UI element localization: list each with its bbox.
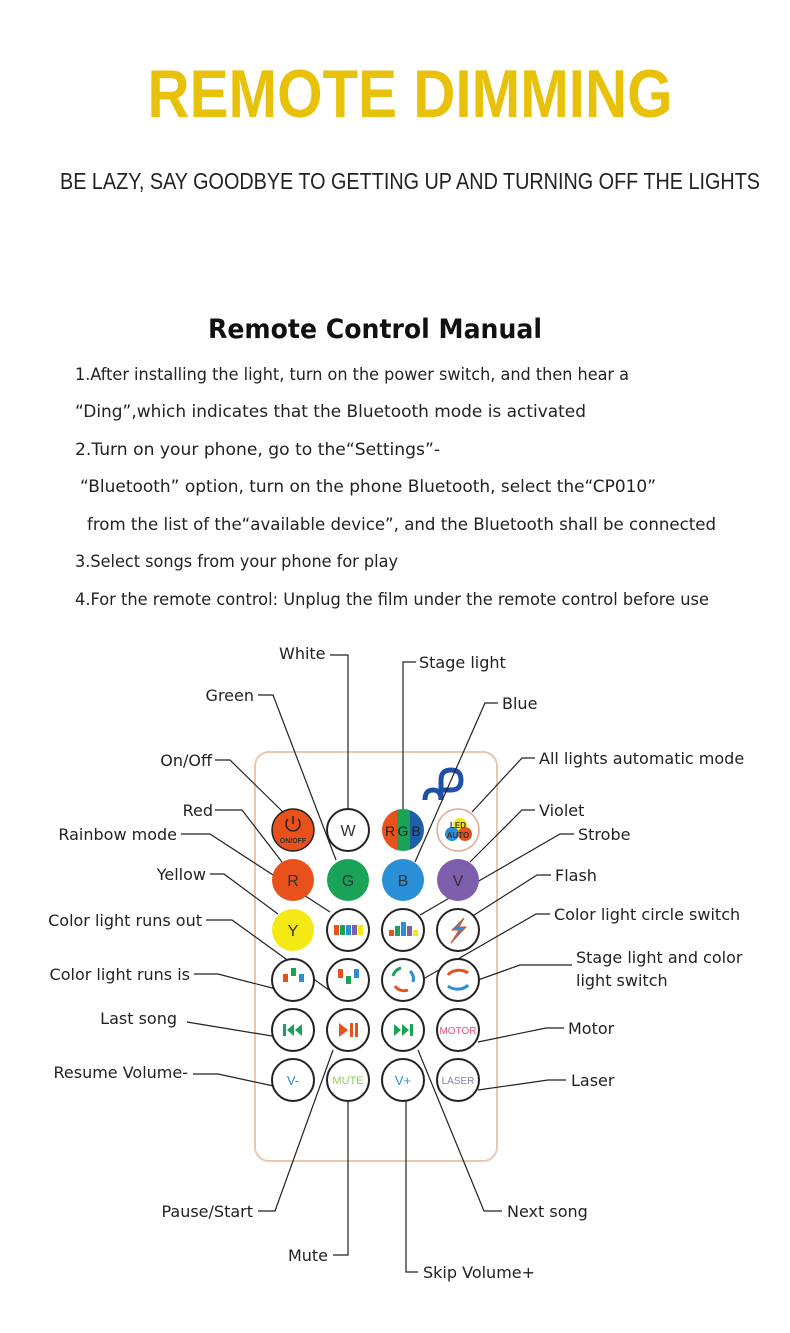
rainbow-mode-button[interactable]: [326, 908, 370, 952]
rainbow-bars-icon: [334, 925, 363, 935]
label-green: Green: [206, 686, 254, 705]
label-stage-switch: Stage light and color: [576, 948, 743, 967]
brand-logo: [422, 767, 464, 801]
runs-is-button[interactable]: [271, 958, 315, 1002]
label-stage-light: Stage light: [419, 653, 506, 672]
laser-label: LASER: [442, 1076, 475, 1087]
last-song-button[interactable]: [271, 1008, 315, 1052]
v-plus-label: V+: [395, 1073, 411, 1088]
y-label: Y: [288, 923, 299, 940]
label-stage-switch-2: light switch: [576, 971, 668, 990]
label-mute: Mute: [288, 1246, 328, 1265]
laser-button[interactable]: LASER: [436, 1058, 480, 1102]
manual-line: “Bluetooth” option, turn on the phone Bl…: [80, 477, 656, 496]
rgb-b: B: [411, 823, 420, 839]
w-label: W: [340, 823, 356, 840]
manual-line: 2.Turn on your phone, go to the“Settings…: [75, 440, 440, 459]
label-last-song: Last song: [100, 1009, 177, 1028]
mute-button[interactable]: MUTE: [326, 1058, 370, 1102]
label-circle-switch: Color light circle switch: [554, 905, 740, 924]
volume-up-button[interactable]: V+: [381, 1058, 425, 1102]
label-rainbow: Rainbow mode: [58, 825, 177, 844]
b-label: B: [398, 873, 409, 890]
label-next-song: Next song: [507, 1202, 588, 1221]
label-pause-start: Pause/Start: [161, 1202, 253, 1221]
manual-heading: Remote Control Manual: [208, 314, 542, 345]
rgb-bars-icon: [283, 968, 304, 982]
label-runs-is: Color light runs is: [50, 965, 190, 984]
v-label: V: [453, 873, 464, 890]
remote-buttons: ON/OFF W R G B LED AUTO R G B V: [271, 808, 480, 1102]
previous-icon: [283, 1024, 302, 1036]
manual-line: “Ding”,which indicates that the Bluetoot…: [75, 402, 586, 421]
label-on-off: On/Off: [160, 751, 213, 770]
rgb-bars-icon: [338, 969, 359, 984]
label-motor: Motor: [568, 1019, 615, 1038]
label-runs-out: Color light runs out: [48, 911, 202, 930]
label-resume-volume: Resume Volume-: [53, 1063, 188, 1082]
label-auto-mode: All lights automatic mode: [539, 749, 744, 768]
bar-chart-icon: [389, 922, 418, 936]
next-song-button[interactable]: [381, 1008, 425, 1052]
pause-start-button[interactable]: [326, 1008, 370, 1052]
red-button[interactable]: R: [272, 859, 314, 901]
on-off-label: ON/OFF: [280, 838, 307, 845]
page-subtitle: BE LAZY, SAY GOODBYE TO GETTING UP AND T…: [60, 168, 760, 194]
auto-label: AUTO: [447, 831, 470, 840]
g-label: G: [342, 873, 354, 890]
rgb-r: R: [385, 823, 395, 839]
switch-arrows-icon: [446, 968, 470, 991]
label-red: Red: [183, 801, 213, 820]
white-button[interactable]: W: [326, 808, 370, 852]
manual-line: from the list of the“available device”, …: [87, 515, 716, 534]
manual-steps: 1.After installing the light, turn on th…: [75, 365, 716, 609]
label-violet: Violet: [539, 801, 584, 820]
r-label: R: [287, 873, 299, 890]
mute-label: MUTE: [332, 1075, 363, 1087]
auto-mode-button[interactable]: LED AUTO: [436, 808, 480, 852]
remote-body: [254, 751, 498, 1162]
lightning-icon: [450, 917, 468, 944]
next-icon: [394, 1024, 413, 1036]
strobe-button[interactable]: [381, 908, 425, 952]
motor-button[interactable]: MOTOR: [436, 1008, 480, 1052]
label-blue: Blue: [502, 694, 537, 713]
blue-button[interactable]: B: [382, 859, 424, 901]
label-strobe: Strobe: [578, 825, 630, 844]
rgb-g: G: [398, 823, 409, 839]
callout-labels: White Stage light Green Blue On/Off All …: [48, 644, 744, 1282]
stage-light-button[interactable]: R G B: [382, 809, 425, 851]
manual-line: 3.Select songs from your phone for play: [75, 552, 398, 571]
green-button[interactable]: G: [327, 859, 369, 901]
violet-button[interactable]: V: [437, 859, 479, 901]
label-yellow: Yellow: [156, 865, 206, 884]
led-label: LED: [450, 821, 466, 830]
play-pause-icon: [339, 1023, 358, 1037]
label-laser: Laser: [571, 1071, 615, 1090]
power-icon: [285, 816, 301, 832]
manual-line: 1.After installing the light, turn on th…: [75, 365, 629, 384]
yellow-button[interactable]: Y: [272, 909, 314, 951]
label-white: White: [279, 644, 326, 663]
label-flash: Flash: [555, 866, 597, 885]
page-title: REMOTE DIMMING: [148, 56, 673, 132]
stage-color-switch-button[interactable]: [436, 958, 480, 1002]
flash-button[interactable]: [436, 908, 480, 952]
v-minus-label: V-: [287, 1073, 299, 1088]
motor-label: MOTOR: [439, 1026, 476, 1037]
on-off-button[interactable]: ON/OFF: [271, 808, 315, 852]
label-skip-volume: Skip Volume+: [423, 1263, 535, 1282]
circle-switch-button[interactable]: [381, 958, 425, 1002]
cycle-arrows-icon: [391, 966, 415, 993]
manual-line: 4.For the remote control: Unplug the fil…: [75, 590, 709, 609]
runs-out-button[interactable]: [326, 958, 370, 1002]
volume-down-button[interactable]: V-: [271, 1058, 315, 1102]
